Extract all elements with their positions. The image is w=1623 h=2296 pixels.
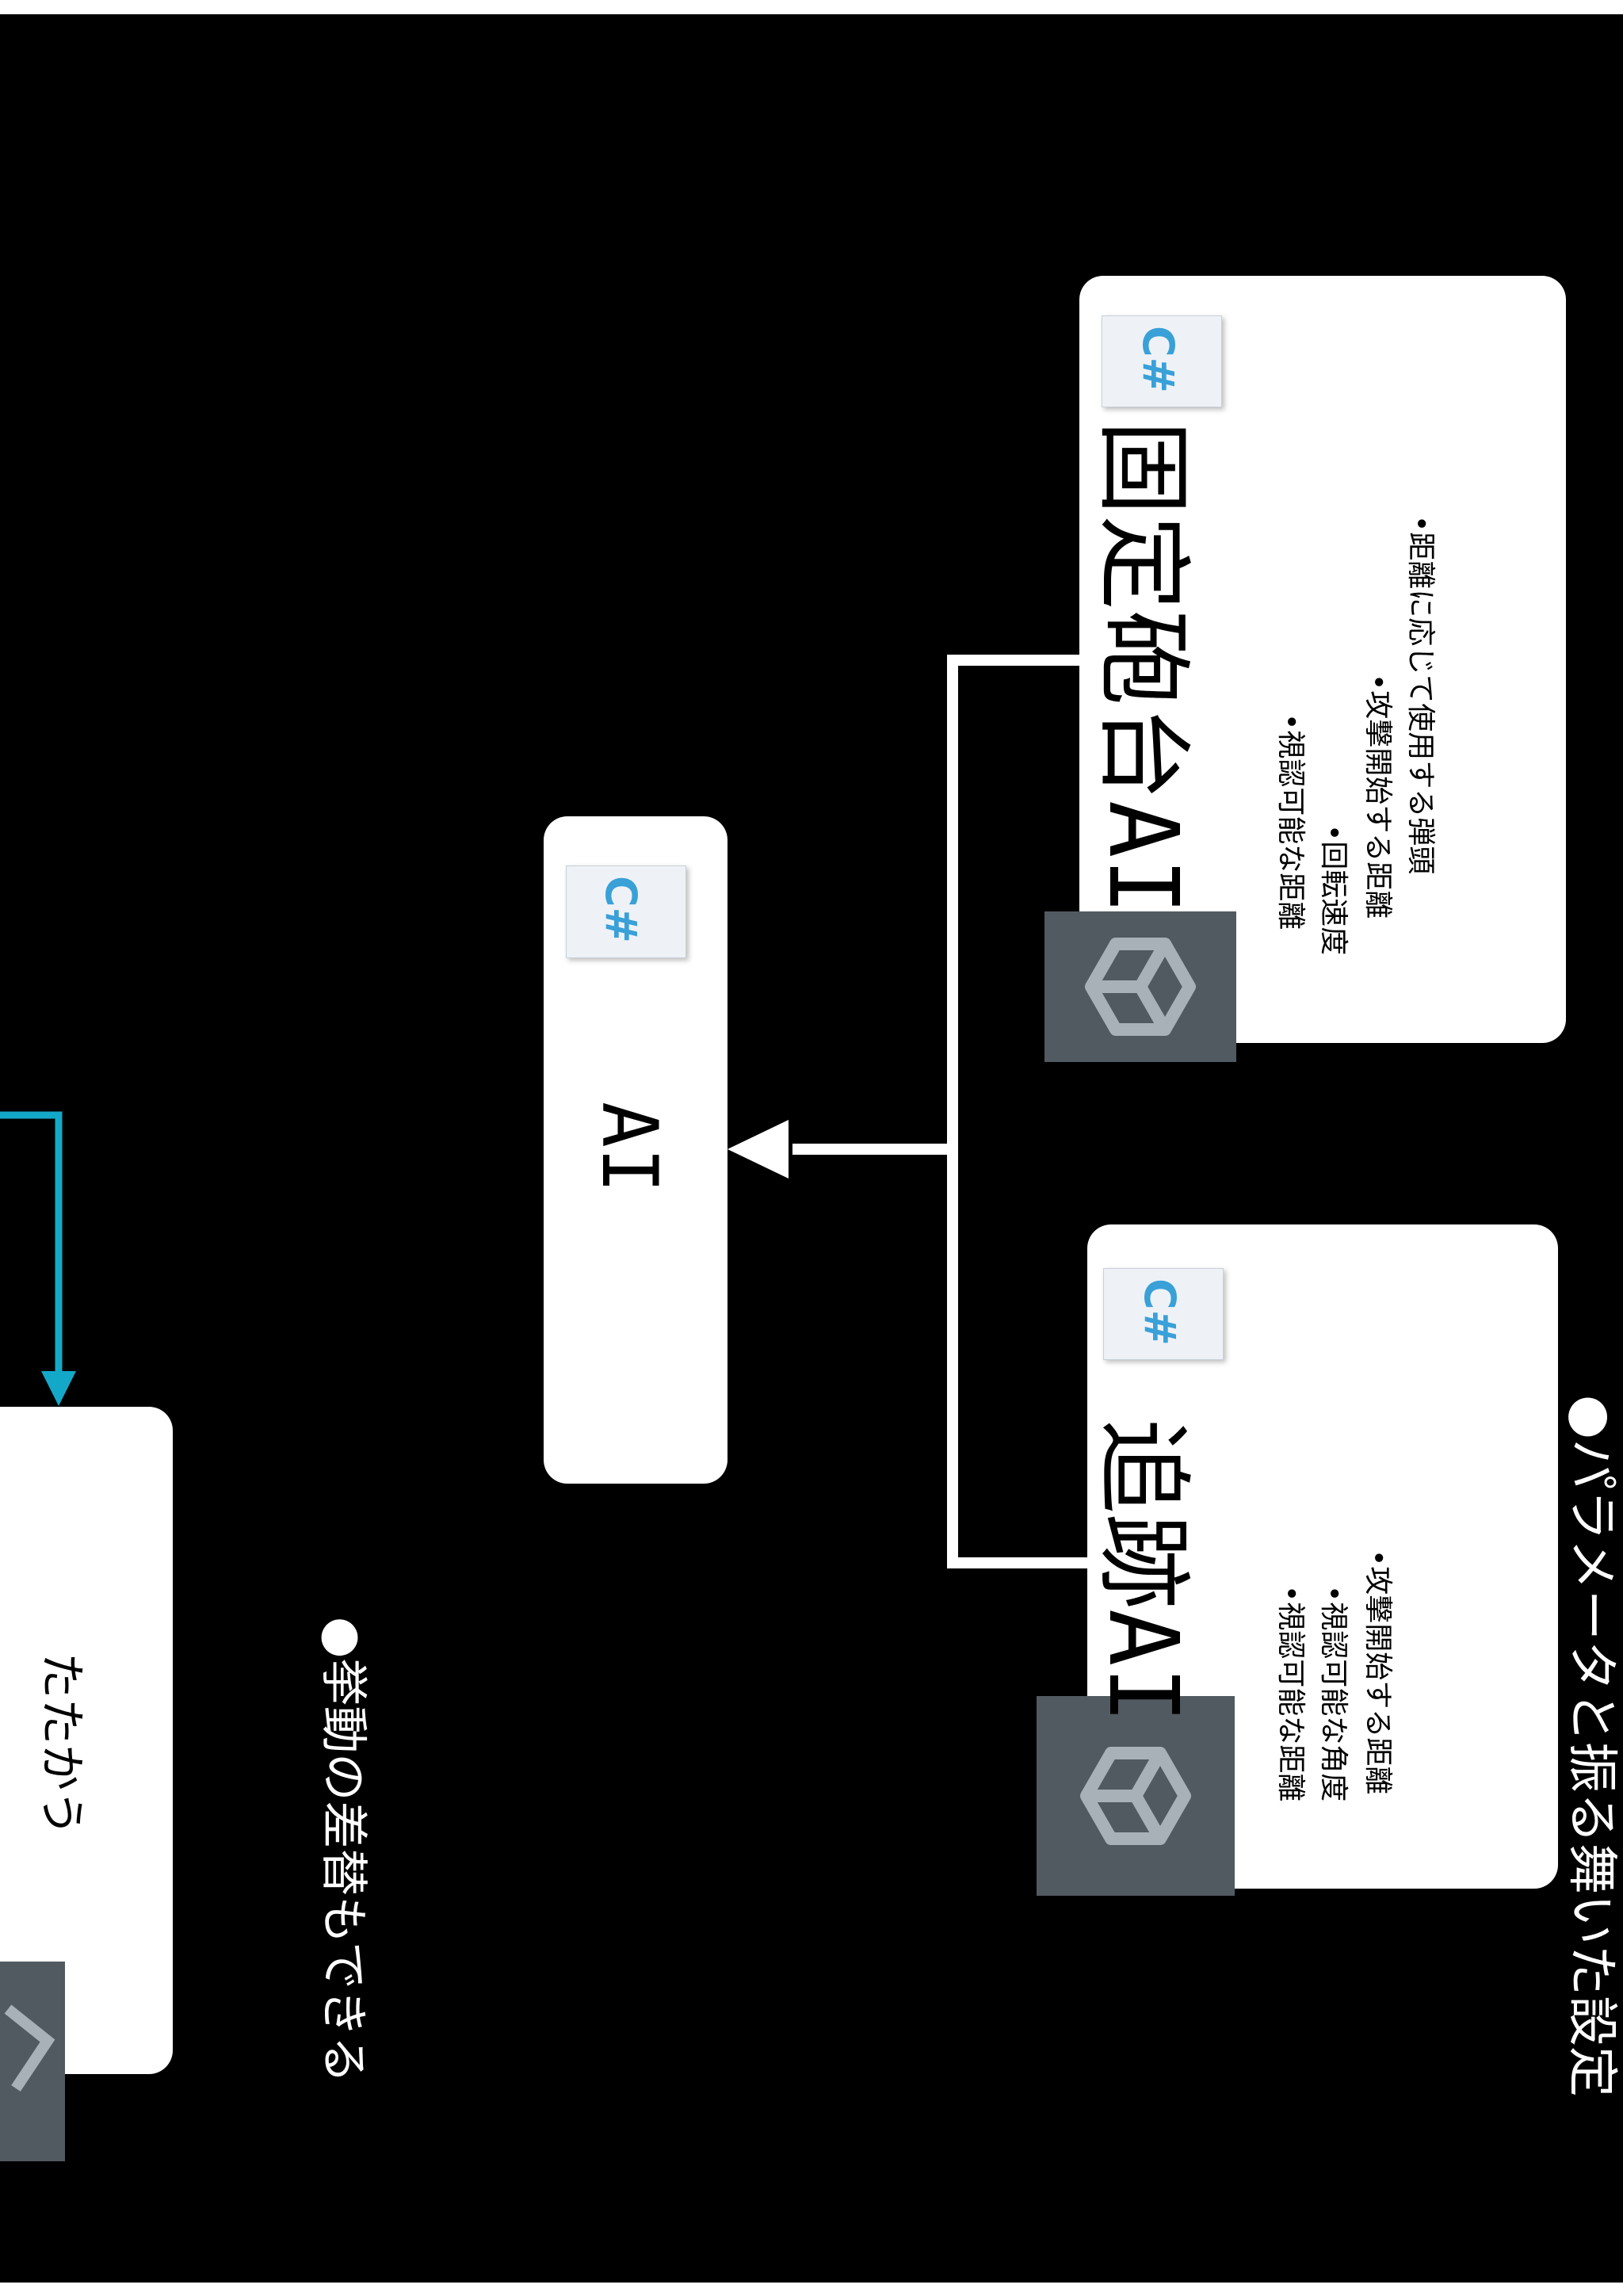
fixed-param-1: •視認可能な距離 bbox=[1274, 713, 1307, 930]
chase-param-3: •攻撃開始する距離 bbox=[1361, 1549, 1394, 1795]
unity-logo-icon bbox=[1085, 938, 1196, 1036]
cyan-connector bbox=[0, 1111, 63, 1383]
chase-param-1: •視認可能な距離 bbox=[1274, 1585, 1307, 1802]
csharp-file-icon: C# bbox=[566, 865, 686, 958]
ai-label: AI bbox=[585, 1102, 674, 1194]
note-behavior-swap: ●挙動の差替もできる bbox=[315, 1617, 371, 2084]
top-frame-edge bbox=[0, 0, 1623, 14]
fixed-param-3: •攻撃開始する距離 bbox=[1361, 674, 1394, 919]
bottom-frame-edge bbox=[0, 2283, 1623, 2296]
unity-logo-icon bbox=[4, 2004, 55, 2092]
unity-icon bbox=[1044, 911, 1236, 1062]
unity-icon bbox=[1037, 1696, 1235, 1896]
csharp-file-icon: C# bbox=[1103, 1268, 1224, 1360]
chase-ai-title: 追跡AI bbox=[1087, 1419, 1197, 1724]
note-params-behavior: ●パラメータと振る舞いた設定 bbox=[1562, 1395, 1621, 2097]
chase-param-2: •視認可能な角度 bbox=[1317, 1585, 1350, 1802]
unity-icon-partial bbox=[0, 1962, 65, 2161]
cyan-arrowhead bbox=[41, 1371, 76, 1406]
tatakau-label: たたかう bbox=[35, 1652, 89, 1837]
unity-logo-icon bbox=[1080, 1747, 1191, 1845]
fixed-param-2: •回転速度 bbox=[1317, 824, 1350, 956]
fixed-param-4: •距離に応じて使用する弾頭 bbox=[1404, 515, 1437, 875]
fixed-turret-title: 固定砲台AI bbox=[1087, 420, 1197, 915]
ai-arrowhead bbox=[727, 1120, 789, 1179]
csharp-file-icon: C# bbox=[1102, 315, 1222, 407]
